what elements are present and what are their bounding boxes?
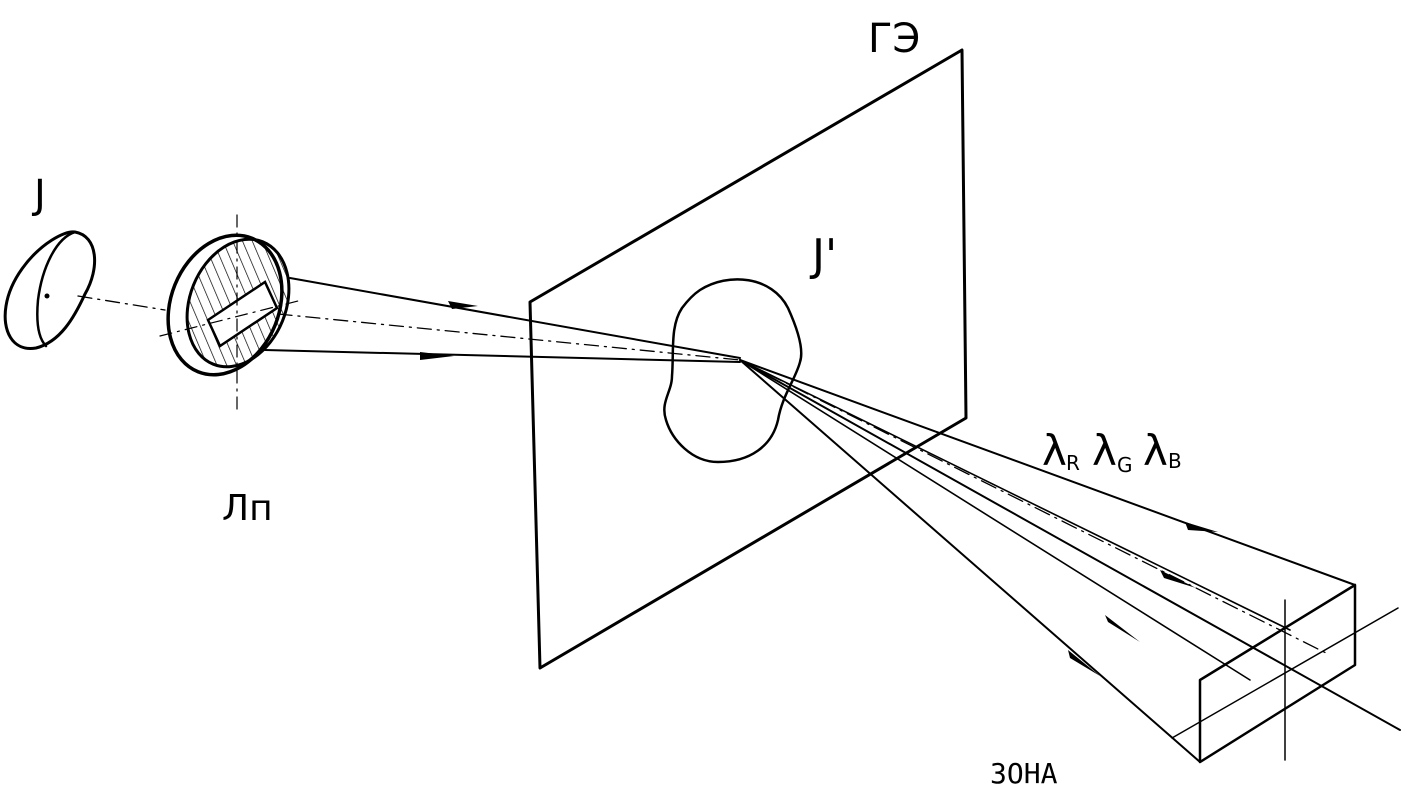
hologram-plate (528, 48, 968, 670)
lens-aperture (206, 280, 279, 348)
zone-box (1171, 583, 1399, 764)
wavelength-g-symbol: λ (1092, 426, 1117, 475)
image-outline (663, 278, 803, 464)
image-label: J' (809, 230, 837, 281)
object-body (3, 230, 97, 350)
optical-axis-1 (77, 295, 166, 311)
lens-label: Лп (222, 488, 273, 529)
incident-rays (264, 277, 741, 363)
ray-arrow-6 (1068, 650, 1100, 676)
wavelength-g-subscript: G (1117, 453, 1133, 477)
object-label: J (31, 172, 46, 218)
hologram-element-label: ГЭ (868, 16, 920, 62)
wavelength-labels: λ R λ G λ B (1042, 426, 1182, 477)
zone-label: ЗОНА (990, 757, 1058, 787)
wavelength-r-subscript: R (1066, 451, 1080, 475)
ray-arrow-4 (1160, 570, 1196, 588)
wavelength-r-symbol: λ (1042, 426, 1067, 475)
lens (159, 214, 303, 411)
diffracted-rays (739, 359, 1401, 763)
lens-horizontal-axis (159, 299, 303, 337)
object-center-dot (44, 293, 50, 299)
wavelength-b-symbol: λ (1143, 426, 1168, 475)
wavelength-b-subscript: B (1168, 449, 1182, 473)
ray-arrow-5 (1105, 615, 1140, 642)
ray-arrow-2 (420, 352, 454, 360)
ray-arrow-3 (1185, 522, 1218, 532)
ray-arrow-1 (448, 301, 478, 309)
